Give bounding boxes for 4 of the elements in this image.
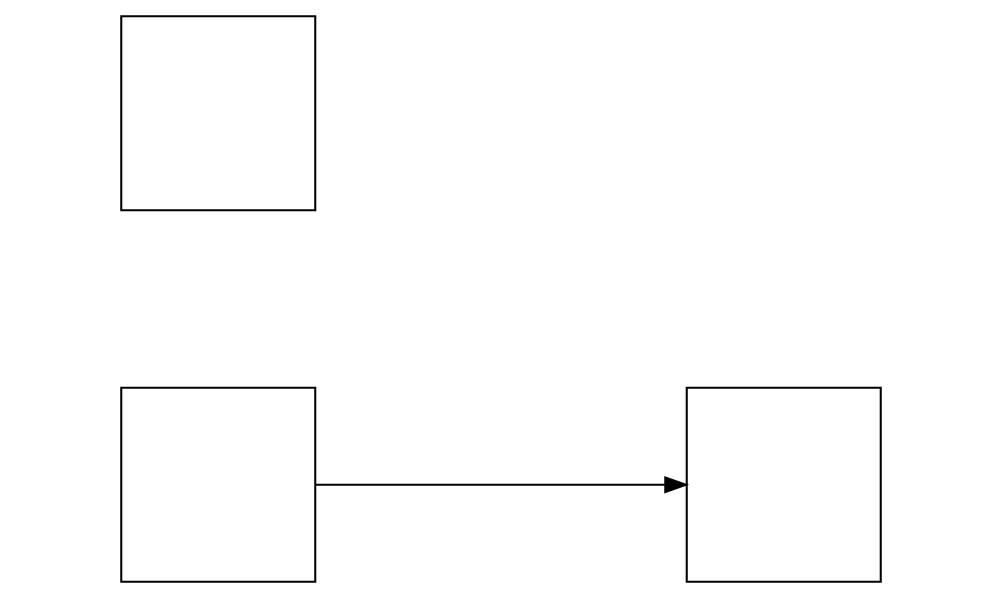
node-box [120, 386, 317, 583]
arrow [315, 476, 690, 494]
node-box [685, 386, 882, 583]
node-box [120, 15, 317, 212]
